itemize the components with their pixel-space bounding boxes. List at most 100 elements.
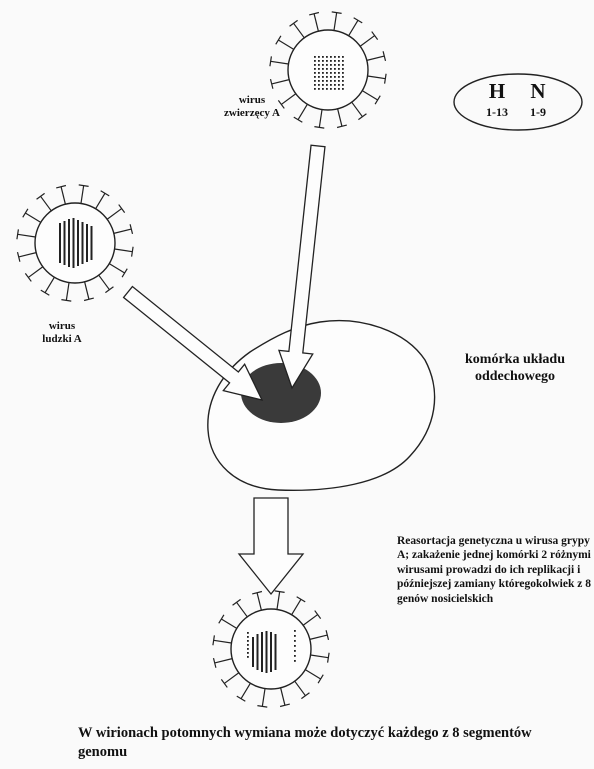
human-virus-spike [96,193,105,208]
progeny-virus-spike [257,593,261,610]
progeny-virus-genome-dot [247,644,249,646]
animal-virus-genome-dot [322,56,324,58]
animal-virus-genome-dot [314,56,316,58]
animal-virus-spike [352,102,363,116]
animal-virus-genome-dot [334,56,336,58]
reassortment-description: Reasortacja genetyczna u wirusa grypy A;… [397,534,592,606]
human-virus-genome-segment [68,219,70,267]
animal-virus-spike-cap [270,56,271,66]
progeny-virus-spike-cap [257,706,267,707]
animal-virus-spike [360,36,374,47]
progeny-virus-genome-dot [247,640,249,642]
figure-caption: W wirionach potomnych wymiana może dotyc… [78,724,578,762]
animal-virus-genome-dot [322,88,324,90]
animal-virus-genome-dot [314,60,316,62]
human-virus-spike-cap [79,185,89,186]
animal-virus-genome-dot [334,72,336,74]
progeny-virus-genome-dot [294,640,296,642]
progeny-virus-genome-dot [294,630,296,632]
animal-virus-spike [367,56,384,60]
human-virus-genome-segment [82,222,84,264]
animal-virus-genome-dot [330,60,332,62]
animal-virus-genome-dot [318,60,320,62]
progeny-virus-genome-segment [275,634,277,670]
human-virus-envelope [35,203,115,283]
animal-virus-genome-dot [342,88,344,90]
animal-virus-genome-dot [318,72,320,74]
progeny-virus-spike [311,655,329,658]
animal-virus-genome-dot [330,80,332,82]
n-range: 1-9 [518,105,558,120]
animal-virus-spike [294,23,305,37]
animal-virus-genome-dot [326,84,328,86]
progeny-virus-spike [224,673,238,684]
human-virus-spike-cap [101,191,110,196]
animal-virus-label-line2: zwierzęcy A [212,107,292,120]
respiratory-cell [208,321,435,491]
animal-virus-spike [368,76,386,79]
human-virus-spike [61,187,65,204]
progeny-virus-spike [241,683,250,698]
animal-virus-envelope [288,30,368,110]
human-virus-spike [107,209,121,220]
progeny-virus-spike [237,602,248,616]
progeny-virus-genome-dot [294,650,296,652]
animal-virus-spike-cap [354,18,363,23]
animal-virus-spike-cap [294,117,303,122]
animal-virus-genome-dot [318,84,320,86]
progeny-virus-genome-dot [247,656,249,658]
progeny-virus-spike [214,640,232,643]
human-virus-spike-cap [41,290,50,295]
animal-virus-genome-dot [342,60,344,62]
progeny-virus-genome-dot [247,648,249,650]
animal-virus-genome-dot [342,84,344,86]
progeny-virus-spike-cap [237,696,246,701]
progeny-virus-spike-cap [315,611,321,619]
animal-virus-genome-dot [330,64,332,66]
animal-virus-genome-dot [326,80,328,82]
animal-virus-genome-dot [338,68,340,70]
cell-label: komórka układu oddechowego [440,352,590,386]
human-virus-spike [19,253,36,257]
human-virus-spike-cap [119,205,125,213]
progeny-virus-spike-cap [219,615,224,624]
human-virus-spike [81,186,84,204]
animal-virus-label: wirus zwierzęcy A [212,94,292,120]
human-virus-spike [28,267,42,278]
animal-virus-genome-dot [314,64,316,66]
progeny-virus-genome-dot [294,660,296,662]
human-virus-spike [114,229,131,233]
animal-virus-genome-dot [326,72,328,74]
progeny-virus-spike [303,615,317,626]
animal-virus-genome-dot [314,80,316,82]
progeny-virus-spike [281,688,285,705]
human-virus-spike [25,213,40,222]
progeny-virus-genome-dot [247,652,249,654]
human-virus-spike [115,249,133,252]
animal-virus-spike-cap [332,12,342,13]
progeny-virus-spike [295,681,306,695]
animal-virus-genome-dot [338,88,340,90]
human-virus-spike [99,275,110,289]
animal-virus-genome-dot [338,76,340,78]
human-virus-spike [66,283,69,301]
animal-virus-spike-cap [314,127,324,128]
animal-virus-spike [298,104,307,119]
animal-virus-genome-dot [338,60,340,62]
progeny-virus-genome-dot [294,645,296,647]
progeny-virus-spike-cap [301,693,309,699]
animal-virus-genome-dot [318,88,320,90]
progeny-virus-spike [215,659,232,663]
animal-virus-spike-cap [385,74,386,84]
animal-virus-spike [338,109,342,126]
animal-virus-genome-dot [330,68,332,70]
progeny-virus-spike-cap [233,599,241,605]
progeny-virus-spike [262,689,265,707]
animal-virus-genome-dot [342,80,344,82]
animal-virus-spike [272,80,289,84]
animal-virus-spike [314,14,318,31]
animal-virus-genome-dot [330,56,332,58]
human-virus-label-line2: ludzki A [22,333,102,346]
animal-virus-genome-dot [322,80,324,82]
animal-virus-genome-dot [334,68,336,70]
